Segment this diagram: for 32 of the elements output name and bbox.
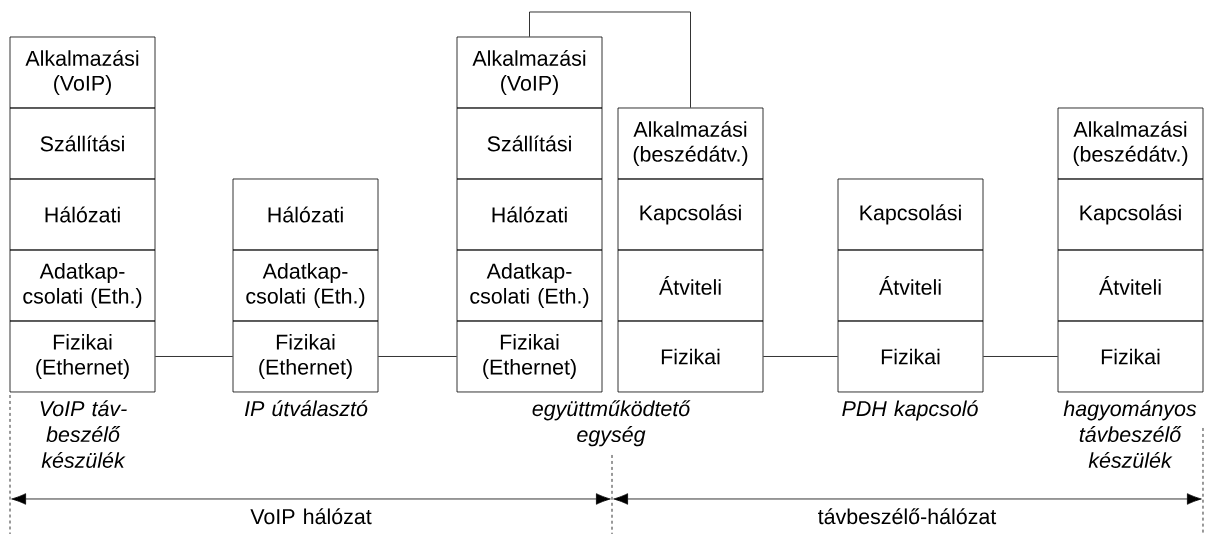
layer-box: Adatkap- csolati (Eth.) <box>232 249 379 322</box>
layer-box: Kapcsolási <box>617 178 764 251</box>
layer-box: Fizikai <box>1057 320 1204 393</box>
layer-box: Fizikai (Ethernet) <box>456 320 603 393</box>
connector-line <box>155 356 233 357</box>
layer-box: Fizikai <box>837 320 984 393</box>
layer-box: Szállítási <box>9 107 156 180</box>
connector-line <box>378 356 457 357</box>
layer-box: Kapcsolási <box>837 178 984 251</box>
layer-box: Adatkap- csolati (Eth.) <box>456 249 603 322</box>
layer-box: Adatkap- csolati (Eth.) <box>9 249 156 322</box>
layer-box: Átviteli <box>837 249 984 322</box>
layer-box: Fizikai (Ethernet) <box>232 320 379 393</box>
layer-box: Fizikai <box>617 320 764 393</box>
device-label: együttműködtető egység <box>532 400 691 447</box>
layer-box: Szállítási <box>456 107 603 180</box>
network-label: VoIP hálózat <box>250 508 372 525</box>
layer-box: Kapcsolási <box>1057 178 1204 251</box>
connector-line <box>983 356 1058 357</box>
layer-box: Fizikai (Ethernet) <box>9 320 156 393</box>
layer-box: Hálózati <box>232 178 379 251</box>
layer-box: Alkalmazási (beszédátv.) <box>617 107 764 180</box>
layer-box: Átviteli <box>1057 249 1204 322</box>
layer-box: Átviteli <box>617 249 764 322</box>
layer-box: Alkalmazási (VoIP) <box>9 36 156 109</box>
network-label: távbeszélő-hálózat <box>818 508 997 525</box>
layer-box: Alkalmazási (beszédátv.) <box>1057 107 1204 180</box>
layer-box: Alkalmazási (VoIP) <box>456 36 603 109</box>
layer-box: Hálózati <box>9 178 156 251</box>
connector-line <box>529 11 691 108</box>
connector-line <box>763 356 838 357</box>
layer-box: Hálózati <box>456 178 603 251</box>
